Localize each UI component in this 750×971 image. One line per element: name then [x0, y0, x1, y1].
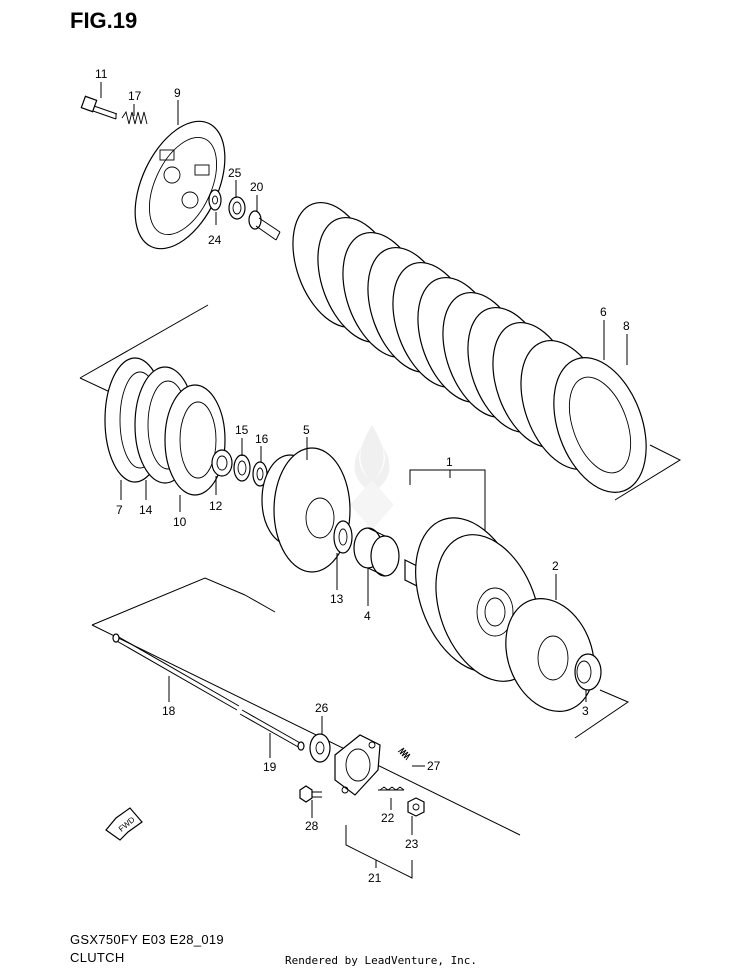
leadventure-watermark: [320, 425, 424, 530]
leader-lines: [100, 82, 628, 835]
callout-12: 12: [209, 499, 223, 513]
callout-13: 13: [330, 592, 344, 606]
part-5-sleeve-hub: [261, 447, 351, 573]
callout-27: 27: [427, 759, 441, 773]
part-6-8-clutch-plate-stack: [292, 201, 647, 493]
callout-labels: 11 17 9 25 20 24 6 8 15 16 5 1 7 14 10 1…: [95, 67, 630, 885]
part-22-adjust-screw: [378, 786, 405, 791]
callout-10: 10: [173, 515, 187, 529]
callout-bracket-1: [409, 469, 486, 530]
part-9-pressure-plate: [134, 120, 226, 250]
callout-2: 2: [552, 559, 559, 573]
assembly-outline-lower: [91, 577, 630, 836]
part-2-oil-pump-drive-gear: [505, 598, 595, 712]
part-27-return-spring: [397, 747, 411, 761]
part-17-spring: [121, 110, 148, 125]
callout-16: 16: [255, 432, 269, 446]
assembly-outline-upper: [79, 304, 682, 501]
callout-14: 14: [139, 503, 153, 517]
model-code: GSX750FY E03 E28_019: [70, 932, 224, 947]
part-24-washer: [208, 189, 222, 211]
part-18-push-rod: [112, 633, 240, 711]
callout-18: 18: [162, 704, 176, 718]
part-13-thrust-washer: [333, 520, 353, 554]
render-credit: Rendered by LeadVenture, Inc.: [285, 954, 478, 967]
part-10-clutch-hub: [164, 384, 226, 496]
part-25-bearing: [228, 196, 246, 220]
part-3-spacer: [574, 653, 602, 691]
part-23-lock-nut: [407, 797, 425, 817]
release-arm-assembly: [334, 734, 381, 796]
callout-9: 9: [174, 86, 181, 100]
section-name: CLUTCH: [70, 950, 125, 965]
part-4-needle-bearing: [353, 527, 400, 577]
part-11-bolt: [80, 95, 118, 120]
callout-1: 1: [446, 455, 453, 469]
callout-6: 6: [600, 305, 607, 319]
callout-23: 23: [405, 837, 419, 851]
figure-title: FIG.19: [70, 8, 138, 33]
callout-11: 11: [95, 67, 108, 81]
callout-4: 4: [364, 609, 371, 623]
callout-bracket-21: [345, 825, 413, 879]
callout-20: 20: [250, 180, 264, 194]
callout-7: 7: [116, 503, 123, 517]
part-26-oil-seal: [309, 733, 331, 763]
callout-26: 26: [315, 701, 329, 715]
part-12-nut: [211, 449, 233, 477]
callout-3: 3: [582, 704, 589, 718]
callout-21: 21: [368, 871, 382, 885]
part-19-push-rod: [239, 709, 305, 751]
callout-24: 24: [208, 233, 222, 247]
callout-19: 19: [263, 760, 277, 774]
callout-15: 15: [235, 423, 249, 437]
part-15-washer: [233, 454, 251, 482]
callout-25: 25: [228, 166, 242, 180]
callout-22: 22: [381, 811, 395, 825]
callout-17: 17: [128, 89, 142, 103]
callout-8: 8: [623, 319, 630, 333]
fwd-arrow-icon: FWD: [105, 807, 143, 841]
callout-28: 28: [305, 819, 319, 833]
part-28-bolt: [299, 785, 322, 803]
callout-5: 5: [303, 423, 310, 437]
part-20-release-rack: [248, 210, 281, 241]
